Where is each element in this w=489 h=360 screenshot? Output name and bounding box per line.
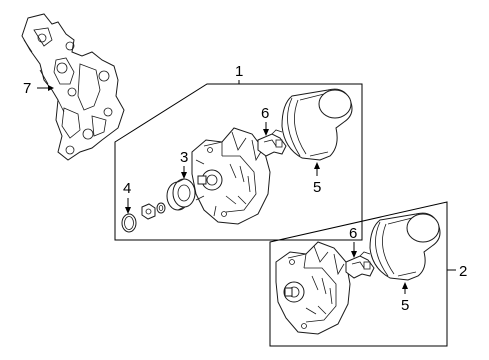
callout-2-label: 2 bbox=[459, 263, 467, 280]
callout-6-alt-arrowhead bbox=[351, 251, 357, 258]
callout-3-label: 3 bbox=[180, 149, 188, 166]
callout-5-arrowhead bbox=[314, 162, 320, 169]
callout-7-arrowhead bbox=[48, 85, 54, 91]
pulley bbox=[166, 178, 196, 211]
alternator-body-alt bbox=[275, 241, 351, 335]
callout-4-label: 4 bbox=[123, 180, 131, 197]
rear-cover-alt bbox=[369, 212, 441, 281]
callout-5-label: 5 bbox=[313, 179, 321, 196]
callout-6-label: 6 bbox=[261, 105, 269, 122]
callout-4-arrowhead bbox=[125, 207, 131, 214]
callout-7-label: 7 bbox=[23, 80, 31, 97]
callout-6-arrowhead bbox=[263, 129, 269, 136]
nut-and-washer bbox=[141, 202, 166, 220]
callout-5-alt-label: 5 bbox=[401, 297, 409, 314]
callout-5-alt-arrowhead bbox=[402, 282, 408, 289]
rear-cover bbox=[281, 88, 353, 161]
mounting-bracket bbox=[21, 13, 125, 161]
callout-1-label: 1 bbox=[235, 63, 243, 80]
callout-6-alt-label: 6 bbox=[349, 225, 357, 242]
snap-ring-clip bbox=[121, 213, 137, 233]
alternator-body bbox=[191, 127, 271, 225]
assembly-2-outline bbox=[269, 201, 448, 347]
callout-3-arrowhead bbox=[181, 172, 187, 179]
voltage-regulator-alt bbox=[345, 251, 375, 279]
assembly-1-outline bbox=[114, 83, 363, 241]
voltage-regulator bbox=[257, 129, 287, 157]
